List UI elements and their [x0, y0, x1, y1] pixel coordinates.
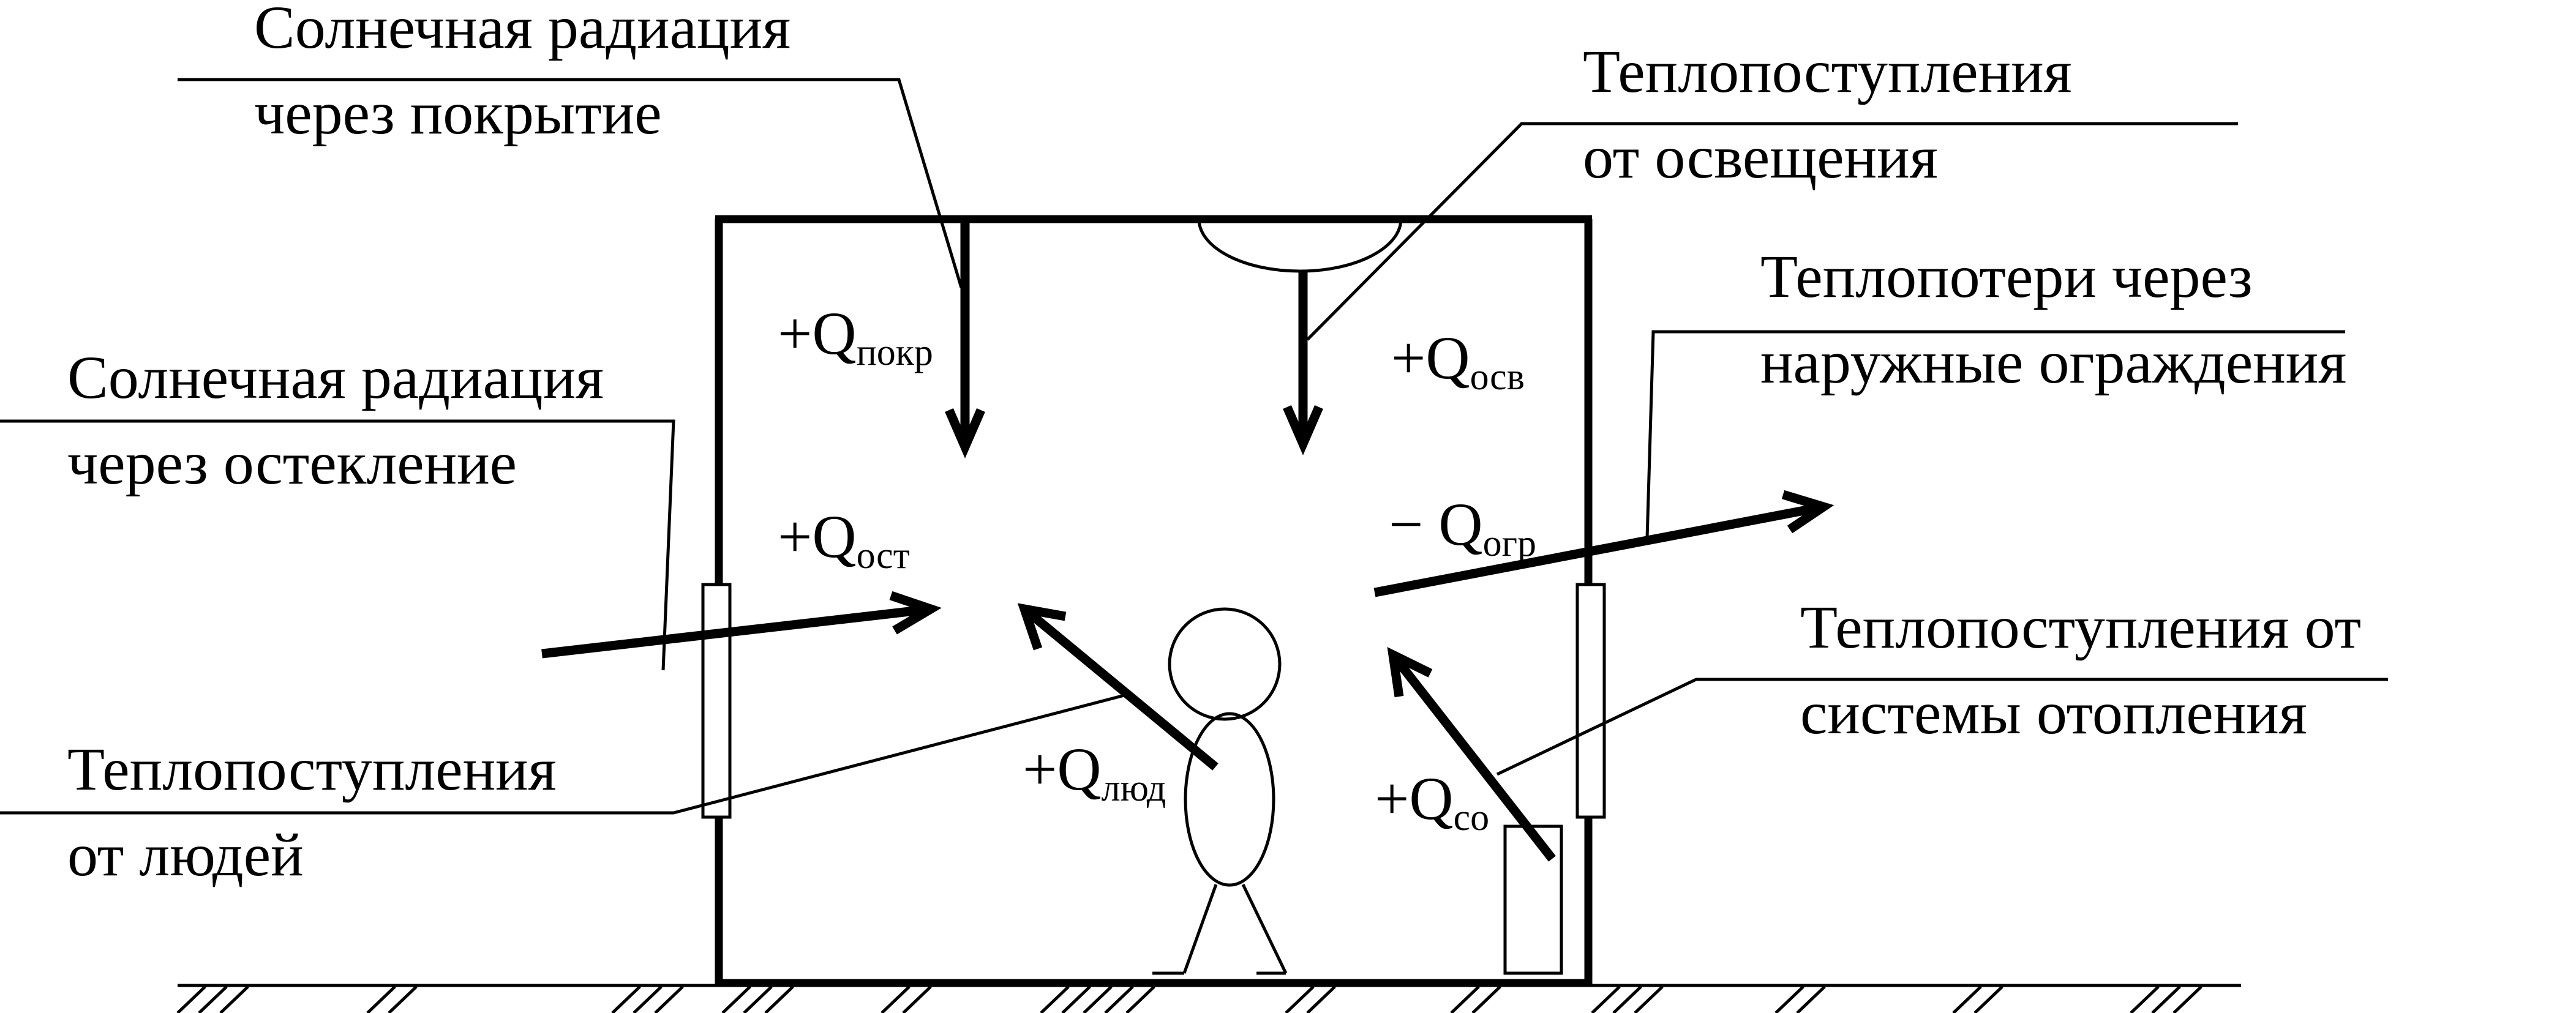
lighting-arrow	[1283, 272, 1323, 455]
leader-lines	[0, 78, 2388, 815]
label-glazing-radiation: Солнечная радиация через остекление	[67, 343, 619, 497]
q-subscript: огр	[1483, 523, 1536, 564]
label-line: системы отопления	[1800, 679, 2307, 747]
ground-hatching	[176, 985, 2202, 1013]
label-line: от освещения	[1583, 123, 1938, 191]
q-lighting: +Qосв	[1391, 324, 1525, 398]
label-line: Теплопоступления от	[1800, 593, 2361, 661]
label-line: от людей	[67, 821, 304, 889]
label-line: через покрытие	[254, 79, 662, 147]
leader-heating	[1496, 678, 2388, 776]
q-subscript: ост	[857, 535, 910, 577]
q-symbol: +Q	[778, 299, 857, 367]
label-line: Теплопоступления	[1583, 37, 2072, 105]
leader-glazing-radiation	[0, 419, 675, 671]
person-figure	[1152, 607, 1288, 975]
left-window	[701, 583, 732, 819]
people-heat-arrow	[1017, 603, 1219, 771]
label-envelope-loss: Теплопотери через наружные ограждения	[1760, 242, 2346, 396]
label-line: через остекление	[67, 429, 517, 497]
q-symbol: +Q	[778, 503, 857, 570]
leader-lighting	[1306, 122, 2238, 341]
q-symbol: +Q	[1023, 735, 1102, 803]
label-line: Солнечная радиация	[254, 0, 790, 61]
q-heating: +Qсо	[1375, 764, 1489, 839]
right-window	[1575, 583, 1606, 819]
leader-envelope-loss	[1645, 330, 2345, 539]
heating-radiator	[1503, 824, 1563, 975]
label-roof-radiation: Солнечная радиация через покрытие	[254, 0, 806, 147]
ground	[176, 984, 2241, 1013]
glazing-radiation-arrow	[541, 591, 942, 659]
q-subscript: осв	[1470, 356, 1525, 398]
label-lighting: Теплопоступления от освещения	[1583, 37, 2087, 191]
q-envelope: − Qогр	[1389, 490, 1536, 564]
envelope-loss-arrow	[1373, 490, 1834, 597]
label-people: Теплопоступления от людей	[67, 735, 572, 889]
leader-people	[0, 693, 1127, 815]
q-subscript: со	[1454, 797, 1490, 839]
heating-heat-arrow	[1387, 646, 1556, 862]
q-subscript: люд	[1102, 768, 1166, 809]
q-glazing: +Qост	[778, 503, 910, 577]
q-roof: +Qпокр	[778, 299, 933, 373]
label-heating: Теплопоступления от системы отопления	[1800, 593, 2376, 747]
label-line: наружные ограждения	[1760, 328, 2346, 396]
q-symbol: +Q	[1375, 764, 1454, 832]
label-line: Теплопотери через	[1760, 242, 2253, 310]
q-people: +Qлюд	[1023, 735, 1166, 809]
room	[701, 215, 1606, 987]
leader-roof-radiation	[178, 78, 963, 288]
roof-radiation-arrow	[945, 217, 985, 458]
label-line: Теплопоступления	[67, 735, 557, 803]
ceiling-lamp	[1197, 219, 1403, 273]
q-symbol: +Q	[1391, 324, 1470, 392]
q-subscript: покр	[857, 332, 933, 373]
label-line: Солнечная радиация	[67, 343, 604, 411]
q-symbol: − Q	[1389, 490, 1483, 558]
